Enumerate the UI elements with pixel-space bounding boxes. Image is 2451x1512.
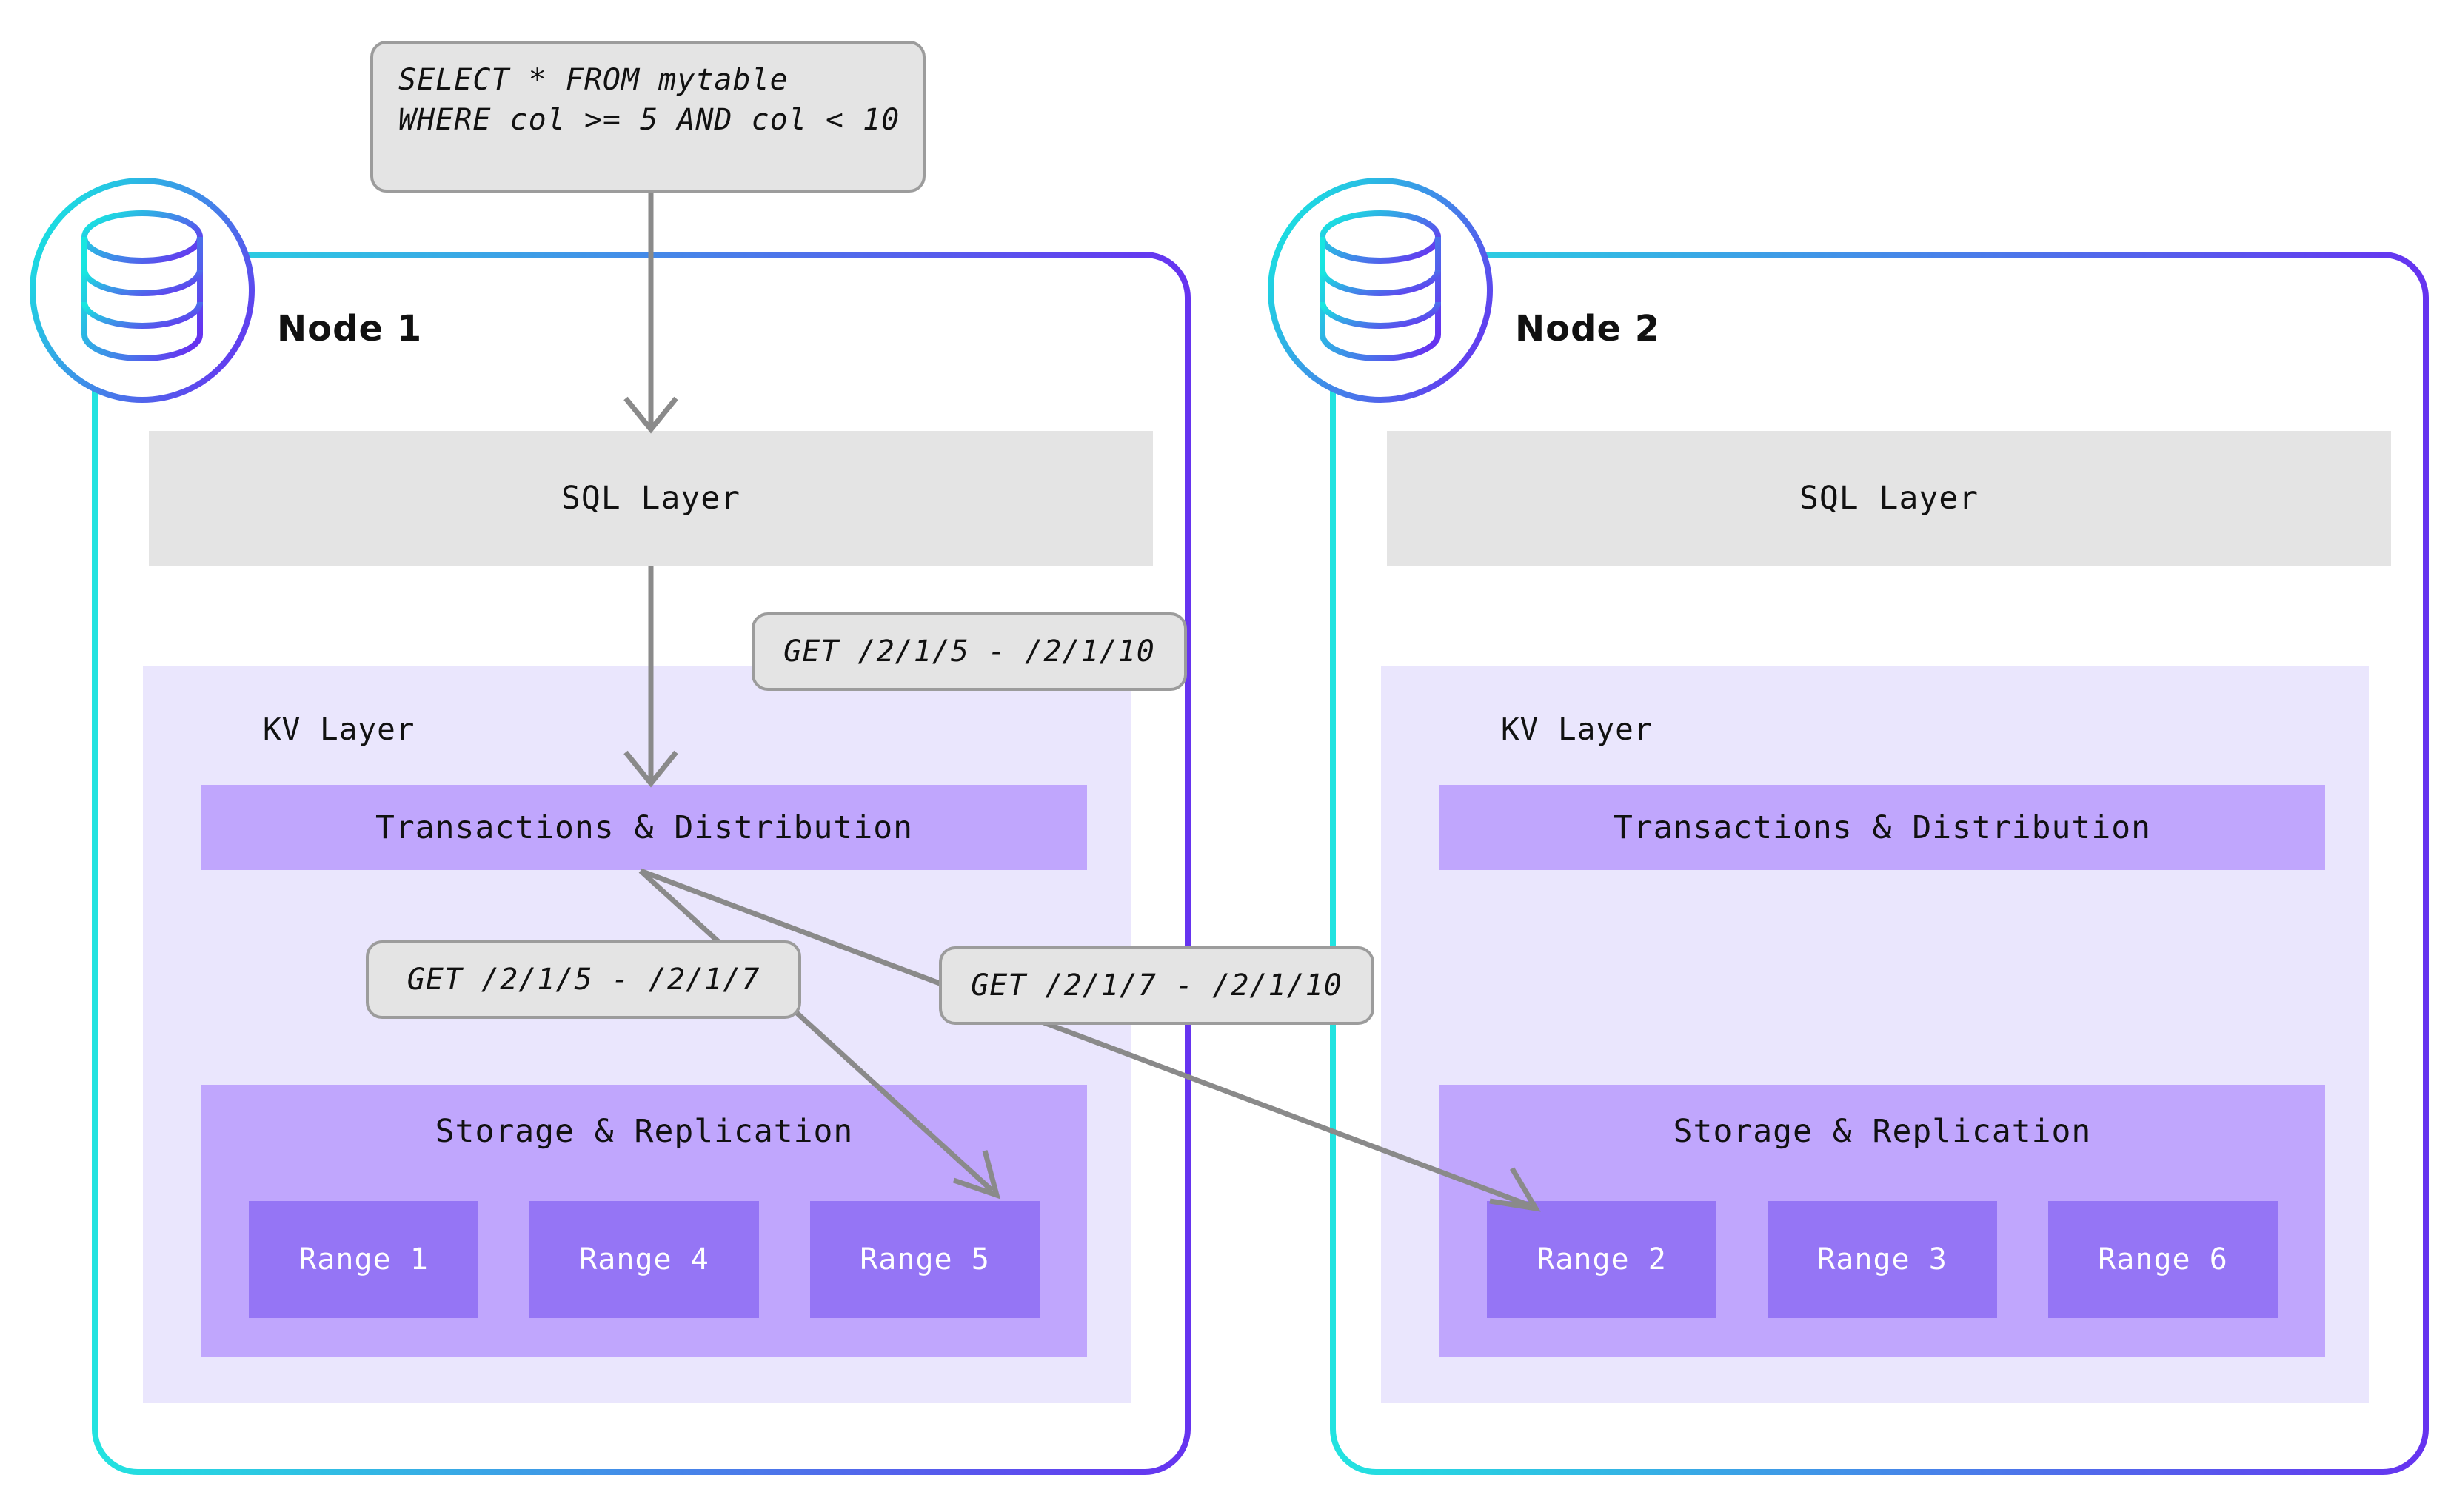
node-2-range-2[interactable]: Range 6 xyxy=(2048,1201,2278,1318)
node-1-storage-box: Storage & Replication Range 1 Range 4 Ra… xyxy=(201,1085,1087,1357)
node-2-sql-layer-label: SQL Layer xyxy=(1799,480,1979,517)
node-2-frame xyxy=(1330,252,2429,1475)
node-2-range-0-label: Range 2 xyxy=(1537,1242,1667,1277)
node-2-title: Node 2 xyxy=(1515,308,1661,349)
callout-get-remote-range-text: GET /2/1/7 - /2/1/10 xyxy=(971,969,1342,1003)
node-1-frame xyxy=(92,252,1191,1475)
callout-get-full-range-text: GET /2/1/5 - /2/1/10 xyxy=(783,635,1155,669)
node-2-range-1[interactable]: Range 3 xyxy=(1768,1201,1997,1318)
node-1-kv-layer-label: KV Layer xyxy=(263,712,415,747)
node-1-badge xyxy=(30,178,255,403)
node-1-transactions-label: Transactions & Distribution xyxy=(375,809,913,846)
callout-get-remote-range: GET /2/1/7 - /2/1/10 xyxy=(939,946,1374,1025)
node-1-title: Node 1 xyxy=(277,308,423,349)
callout-get-full-range: GET /2/1/5 - /2/1/10 xyxy=(752,612,1187,691)
node-2-sql-layer: SQL Layer xyxy=(1387,431,2391,566)
node-2-transactions-box: Transactions & Distribution xyxy=(1439,785,2325,870)
callout-get-local-range: GET /2/1/5 - /2/1/7 xyxy=(366,940,801,1019)
node-1-range-1-label: Range 4 xyxy=(579,1242,709,1277)
sql-query-line-1: SELECT * FROM mytable xyxy=(398,63,789,97)
node-2-transactions-label: Transactions & Distribution xyxy=(1614,809,2151,846)
sql-query-line-2: WHERE col >= 5 AND col < 10 xyxy=(398,103,900,137)
node-1-range-2[interactable]: Range 5 xyxy=(810,1201,1040,1318)
node-1-sql-layer-label: SQL Layer xyxy=(561,480,740,517)
node-2-badge xyxy=(1268,178,1493,403)
node-1-storage-label: Storage & Replication xyxy=(435,1113,854,1150)
node-1-range-0-label: Range 1 xyxy=(298,1242,429,1277)
callout-get-local-range-text: GET /2/1/5 - /2/1/7 xyxy=(407,963,760,997)
node-1-sql-layer: SQL Layer xyxy=(149,431,1153,566)
node-2-kv-layer-label: KV Layer xyxy=(1501,712,1653,747)
node-1-range-1[interactable]: Range 4 xyxy=(529,1201,759,1318)
node-1-transactions-box: Transactions & Distribution xyxy=(201,785,1087,870)
node-2-range-0[interactable]: Range 2 xyxy=(1487,1201,1716,1318)
node-2-storage-box: Storage & Replication Range 2 Range 3 Ra… xyxy=(1439,1085,2325,1357)
database-icon xyxy=(1320,210,1441,361)
database-icon xyxy=(81,210,203,361)
node-1-range-2-label: Range 5 xyxy=(860,1242,990,1277)
node-2-range-1-label: Range 3 xyxy=(1817,1242,1947,1277)
node-1-range-0[interactable]: Range 1 xyxy=(249,1201,478,1318)
sql-query-box: SELECT * FROM mytable WHERE col >= 5 AND… xyxy=(370,41,926,193)
node-2-storage-label: Storage & Replication xyxy=(1673,1113,2092,1150)
node-2-range-2-label: Range 6 xyxy=(2098,1242,2228,1277)
